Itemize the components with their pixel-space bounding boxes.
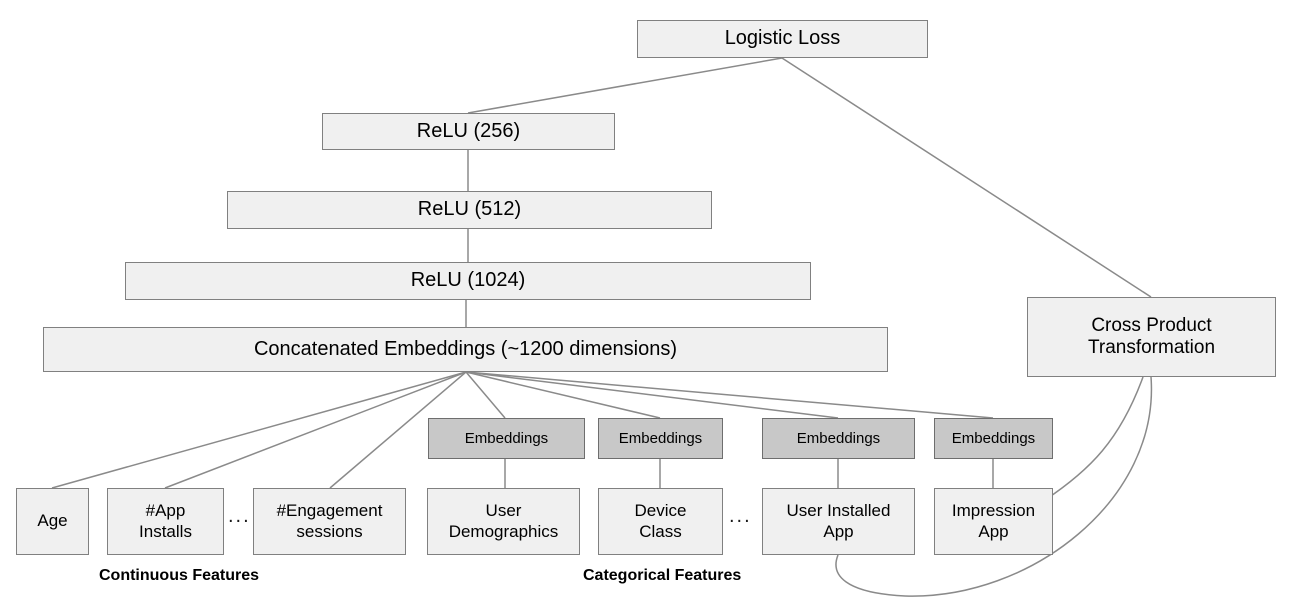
node-logistic-loss-label: Logistic Loss <box>724 27 841 50</box>
edge-concat-to-embeddings-2 <box>465 371 661 419</box>
edge-concat-to-app-installs <box>164 371 467 489</box>
node-feature-device-class[interactable]: Device Class <box>598 488 723 555</box>
node-cross-product-transformation[interactable]: Cross Product Transformation <box>1027 297 1276 377</box>
node-embeddings-1[interactable]: Embeddings <box>428 418 585 459</box>
edge-concat-to-embeddings-3 <box>465 371 839 419</box>
node-feature-device-class-line-1: Device <box>634 501 687 521</box>
node-embeddings-4-label: Embeddings <box>951 429 1036 447</box>
edge-cross-product-to-impression-app <box>1044 376 1144 501</box>
node-concatenated-embeddings[interactable]: Concatenated Embeddings (~1200 dimension… <box>43 327 888 372</box>
node-feature-engagement-sessions-line-2: sessions <box>296 521 363 541</box>
ellipsis-categorical-features: ... <box>729 505 752 528</box>
node-feature-engagement-sessions[interactable]: #Engagement sessions <box>253 488 406 555</box>
node-feature-app-installs-line-2: Installs <box>139 521 192 541</box>
caption-categorical-features-text: Categorical Features <box>583 567 742 584</box>
node-embeddings-2[interactable]: Embeddings <box>598 418 723 459</box>
caption-categorical-features: Categorical Features <box>583 567 741 585</box>
edge-loss-to-cross-product <box>781 57 1152 298</box>
ellipsis-continuous-features: ... <box>228 505 251 528</box>
node-relu-512-label: ReLU (512) <box>417 198 522 221</box>
caption-continuous-features: Continuous Features <box>99 567 259 585</box>
node-feature-device-class-line-2: Class <box>639 521 682 541</box>
node-relu-1024[interactable]: ReLU (1024) <box>125 262 811 300</box>
node-cross-product-line-1: Cross Product <box>1091 314 1212 336</box>
node-embeddings-3-label: Embeddings <box>796 429 881 447</box>
ellipsis-categorical-features-text: ... <box>729 505 752 527</box>
node-feature-app-installs-line-1: #App <box>145 501 186 521</box>
node-feature-impression-app[interactable]: Impression App <box>934 488 1053 555</box>
node-concatenated-embeddings-label: Concatenated Embeddings (~1200 dimension… <box>253 337 678 360</box>
ellipsis-continuous-features-text: ... <box>228 505 251 527</box>
node-relu-1024-label: ReLU (1024) <box>410 269 526 292</box>
edge-concat-to-embeddings-1 <box>465 371 506 419</box>
node-relu-512[interactable]: ReLU (512) <box>227 191 712 229</box>
caption-continuous-features-text: Continuous Features <box>99 567 260 584</box>
node-embeddings-3[interactable]: Embeddings <box>762 418 915 459</box>
node-feature-engagement-sessions-line-1: #Engagement <box>276 501 383 521</box>
node-feature-app-installs[interactable]: #App Installs <box>107 488 224 555</box>
node-feature-age-label: Age <box>37 511 68 531</box>
edge-concat-to-embeddings-4 <box>465 371 994 419</box>
node-feature-impression-app-line-2: App <box>978 521 1009 541</box>
node-feature-age[interactable]: Age <box>16 488 89 555</box>
node-feature-user-installed-app-line-2: App <box>823 521 854 541</box>
node-feature-user-demographics-line-1: User <box>485 501 522 521</box>
node-embeddings-2-label: Embeddings <box>618 429 703 447</box>
edge-loss-to-relu256 <box>467 57 783 114</box>
node-feature-user-installed-app[interactable]: User Installed App <box>762 488 915 555</box>
node-cross-product-line-2: Transformation <box>1087 337 1216 358</box>
node-feature-user-demographics[interactable]: User Demographics <box>427 488 580 555</box>
node-feature-impression-app-line-1: Impression <box>951 501 1036 521</box>
node-relu-256[interactable]: ReLU (256) <box>322 113 615 150</box>
edge-cross-product-to-user-installed-app <box>835 376 1153 597</box>
node-feature-user-demographics-line-2: Demographics <box>448 521 559 541</box>
node-feature-user-installed-app-line-1: User Installed <box>786 501 891 521</box>
node-relu-256-label: ReLU (256) <box>416 119 521 142</box>
node-embeddings-4[interactable]: Embeddings <box>934 418 1053 459</box>
edge-concat-to-age <box>51 371 467 489</box>
node-logistic-loss[interactable]: Logistic Loss <box>637 20 928 58</box>
node-embeddings-1-label: Embeddings <box>464 429 549 447</box>
